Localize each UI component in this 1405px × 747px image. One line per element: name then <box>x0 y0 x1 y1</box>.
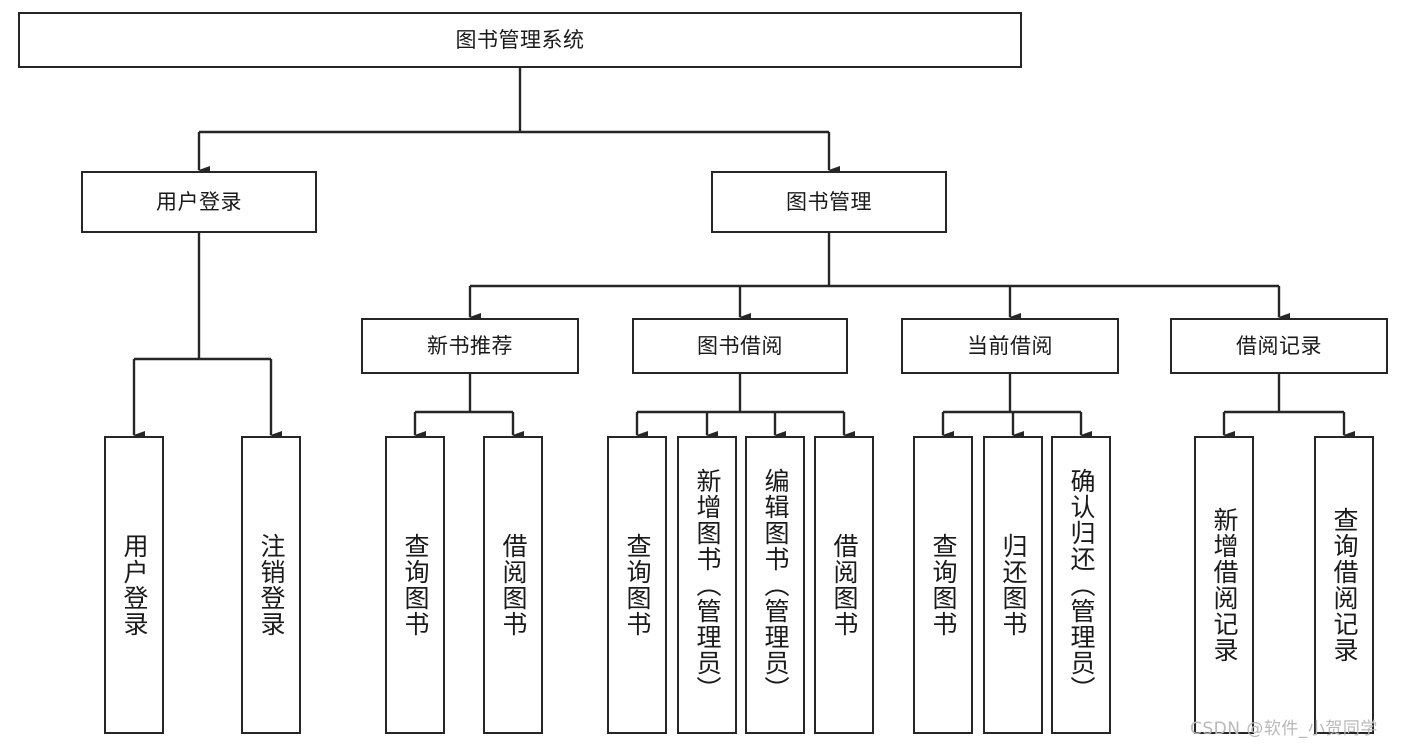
node-leaf-add-book[interactable]: 新增图书（管理员） <box>677 436 737 734</box>
node-leaf-query-record[interactable]: 查询借阅记录 <box>1314 436 1374 734</box>
node-leaf-add-record[interactable]: 新增借阅记录 <box>1194 436 1254 734</box>
node-book-borrow[interactable]: 图书借阅 <box>632 318 848 374</box>
node-leaf-query-book-1[interactable]: 查询图书 <box>385 436 445 734</box>
node-label-root: 图书管理系统 <box>455 27 585 52</box>
node-label-leaf-borrow-book-2: 借阅图书 <box>830 533 859 637</box>
csdn-watermark: CSDN @软件_小贺同学 <box>1190 719 1378 739</box>
node-leaf-return-book[interactable]: 归还图书 <box>983 436 1043 734</box>
node-current-borrow[interactable]: 当前借阅 <box>901 318 1119 374</box>
node-label-user-login: 用户登录 <box>156 189 242 214</box>
node-label-current-borrow: 当前借阅 <box>967 333 1053 358</box>
node-label-leaf-query-book-1: 查询图书 <box>401 533 430 637</box>
node-label-leaf-add-record: 新增借阅记录 <box>1210 507 1239 663</box>
node-label-leaf-add-book: 新增图书（管理员） <box>693 468 722 702</box>
node-leaf-query-book-2[interactable]: 查询图书 <box>607 436 667 734</box>
node-label-leaf-edit-book: 编辑图书（管理员） <box>761 468 790 702</box>
node-leaf-borrow-book-1[interactable]: 借阅图书 <box>483 436 543 734</box>
node-leaf-borrow-book-2[interactable]: 借阅图书 <box>814 436 874 734</box>
node-leaf-query-book-3[interactable]: 查询图书 <box>913 436 973 734</box>
node-label-leaf-user-login: 用户登录 <box>120 533 149 637</box>
node-label-leaf-logout: 注销登录 <box>257 533 286 637</box>
node-label-leaf-confirm-return: 确认归还（管理员） <box>1067 468 1096 702</box>
node-leaf-user-login[interactable]: 用户登录 <box>104 436 164 734</box>
node-label-leaf-borrow-book-1: 借阅图书 <box>499 533 528 637</box>
node-leaf-logout[interactable]: 注销登录 <box>241 436 301 734</box>
node-label-book-borrow: 图书借阅 <box>697 333 783 358</box>
node-label-book-manage: 图书管理 <box>786 189 872 214</box>
node-leaf-confirm-return[interactable]: 确认归还（管理员） <box>1051 436 1111 734</box>
node-label-leaf-query-book-2: 查询图书 <box>623 533 652 637</box>
node-label-leaf-query-book-3: 查询图书 <box>929 533 958 637</box>
node-borrow-record[interactable]: 借阅记录 <box>1170 318 1388 374</box>
node-root[interactable]: 图书管理系统 <box>18 12 1022 68</box>
node-leaf-edit-book[interactable]: 编辑图书（管理员） <box>745 436 805 734</box>
node-user-login[interactable]: 用户登录 <box>81 171 317 233</box>
node-book-manage[interactable]: 图书管理 <box>711 171 947 233</box>
node-label-new-book-rec: 新书推荐 <box>427 333 513 358</box>
node-new-book-rec[interactable]: 新书推荐 <box>361 318 579 374</box>
node-label-leaf-query-record: 查询借阅记录 <box>1330 507 1359 663</box>
node-label-borrow-record: 借阅记录 <box>1236 333 1322 358</box>
node-label-leaf-return-book: 归还图书 <box>999 533 1028 637</box>
